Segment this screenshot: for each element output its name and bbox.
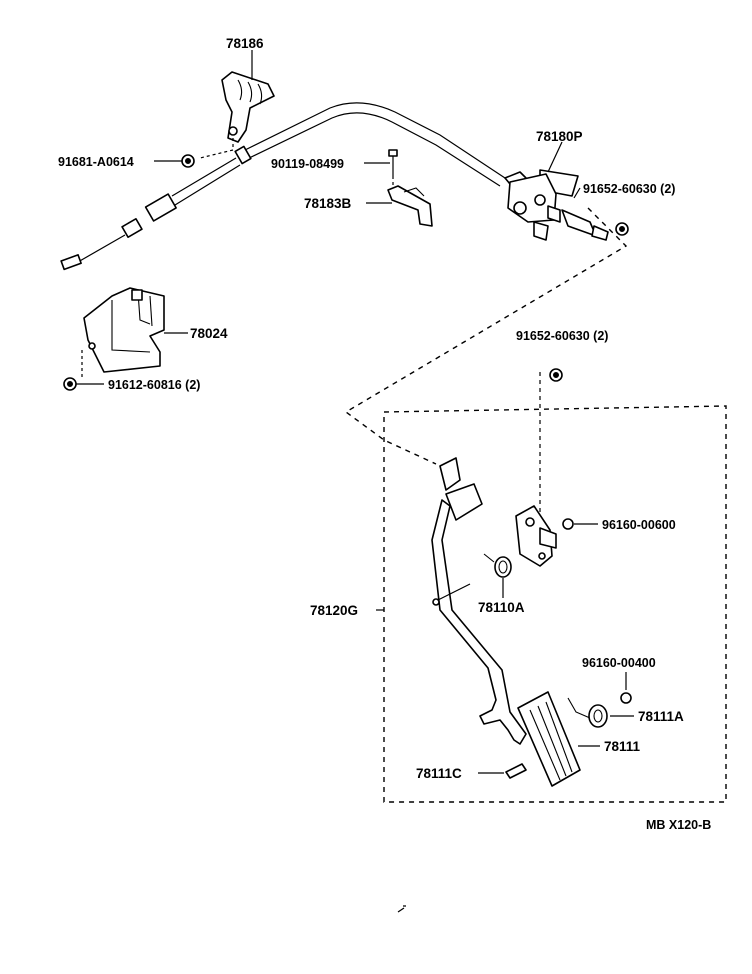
part-78180P-assembly	[507, 169, 609, 241]
part-78111C-pin	[505, 763, 527, 779]
label-78180P: 78180P	[536, 129, 583, 144]
stray-mark	[397, 905, 406, 913]
part-78111-pedal-pad	[517, 691, 581, 787]
label-91652-60630-top: 91652-60630 (2)	[583, 182, 675, 196]
part-78110A-spring	[483, 553, 512, 578]
part-91652-nut-mid	[539, 368, 563, 520]
part-78111A-spring	[567, 697, 608, 728]
label-78120G: 78120G	[310, 603, 358, 618]
label-78186: 78186	[226, 36, 264, 51]
label-91612-60816: 91612-60816 (2)	[108, 378, 200, 392]
part-90119-bolt	[388, 149, 398, 190]
part-91681-nut	[181, 154, 195, 168]
label-96160-00600: 96160-00600	[602, 518, 676, 532]
label-78024: 78024	[190, 326, 228, 341]
part-91612-nut	[63, 377, 77, 391]
label-78183B: 78183B	[304, 196, 352, 211]
accelerator-cable	[60, 102, 531, 271]
label-90119-08499: 90119-08499	[271, 157, 344, 171]
leader-lines	[76, 50, 634, 774]
part-78024-bracket	[81, 287, 165, 380]
label-78111C: 78111C	[416, 766, 462, 781]
label-78110A: 78110A	[478, 600, 525, 615]
part-78186-clamp	[199, 71, 275, 159]
part-96160-00600-nut	[562, 518, 574, 530]
part-91652-nut-top	[615, 222, 629, 236]
label-91652-60630-mid: 91652-60630 (2)	[516, 329, 608, 343]
drawing-code: MB X120-B	[646, 818, 711, 832]
pedal-pivot-bracket	[515, 505, 557, 567]
label-96160-00400: 96160-00400	[582, 656, 656, 670]
pedal-group-frame	[383, 405, 727, 803]
label-78111: 78111	[604, 739, 641, 754]
part-78120G-lever	[431, 457, 527, 745]
part-78183B-bracket	[387, 185, 433, 227]
part-96160-00400-nut	[620, 692, 632, 704]
label-78111A: 78111A	[638, 709, 684, 724]
label-91681-A0614: 91681-A0614	[58, 155, 134, 169]
